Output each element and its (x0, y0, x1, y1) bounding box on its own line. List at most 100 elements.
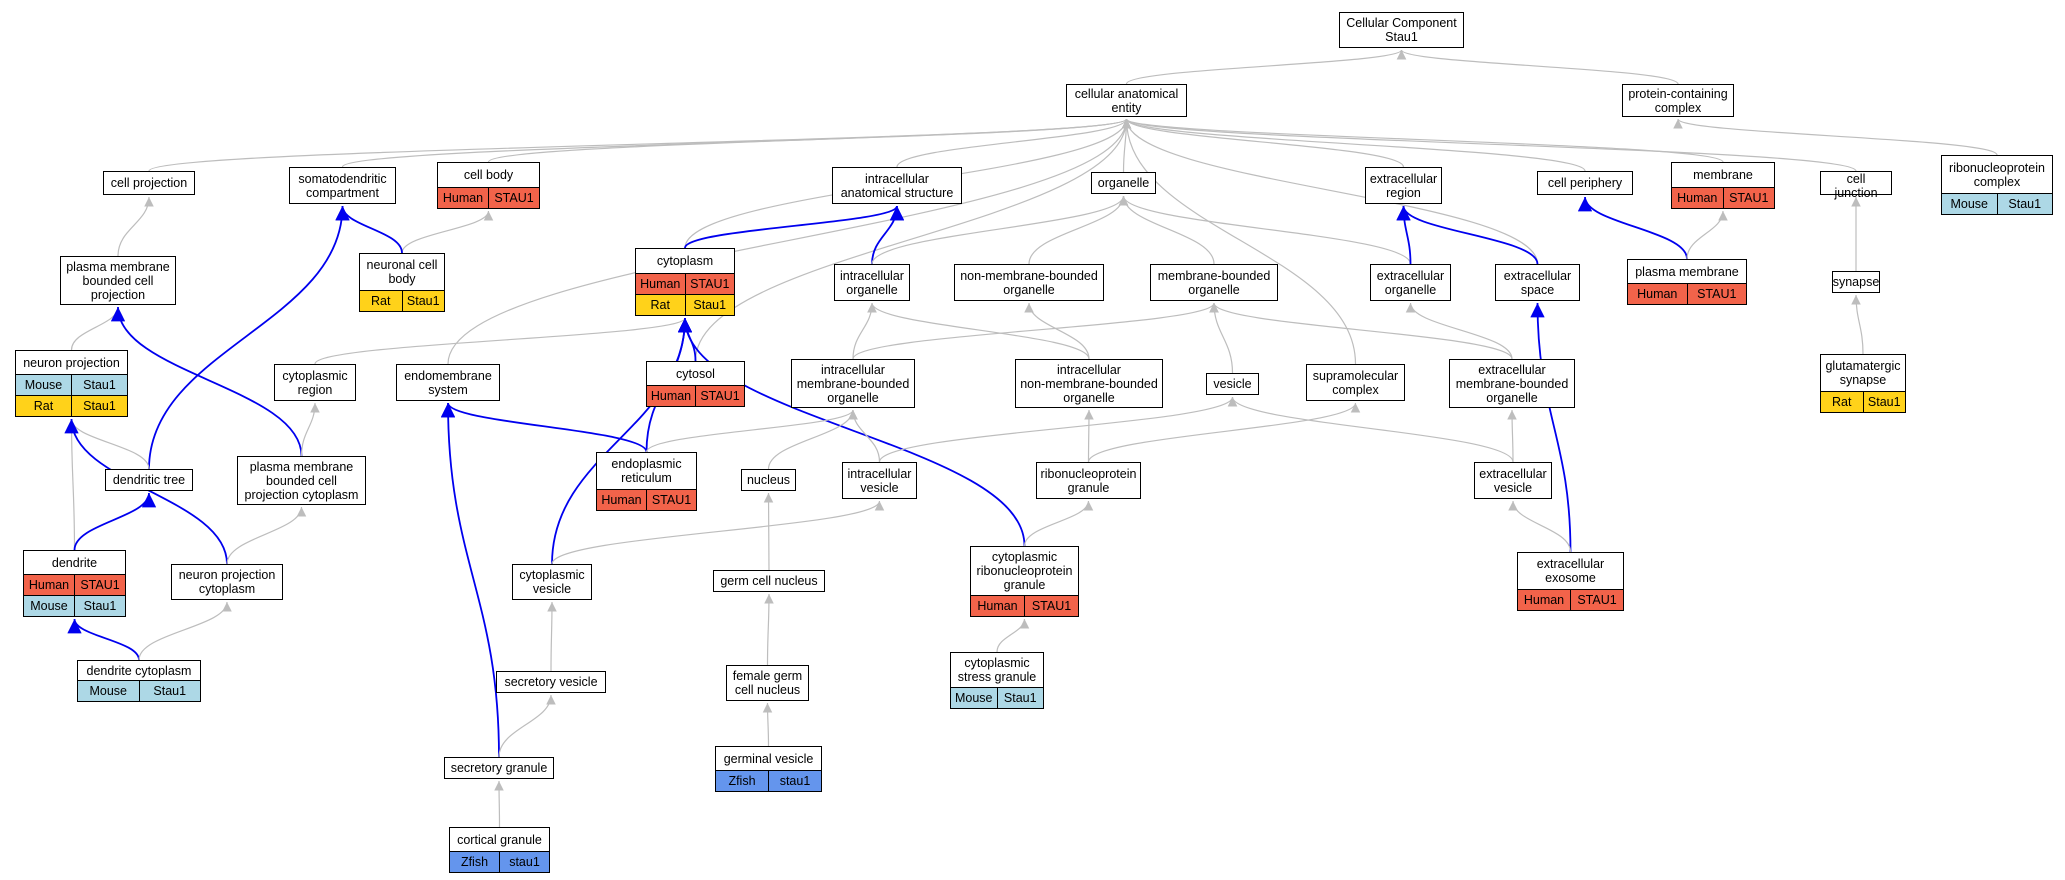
node-cytreg[interactable]: cytoplasmic region (274, 364, 356, 401)
node-exves[interactable]: extracellular vesicle (1474, 462, 1552, 499)
node-dtree[interactable]: dendritic tree (105, 469, 193, 491)
edge-crnpg-to-cytoplasm (677, 317, 1026, 547)
edge-inmbo-to-nmbo (1024, 302, 1090, 360)
edge-dtree-to-neuproj (66, 418, 150, 470)
node-exmbo[interactable]: extracellular membrane-bounded organelle (1449, 359, 1575, 408)
node-label: intracellular vesicle (847, 466, 912, 495)
node-intorg[interactable]: intracellular organelle (834, 264, 910, 301)
node-label: extracellular membrane-bounded organelle (1455, 362, 1569, 405)
node-nucleus[interactable]: nucleus (741, 469, 796, 491)
edge-pm-to-membrane (1686, 210, 1728, 260)
node-somato[interactable]: somatodendritic compartment (289, 167, 396, 204)
node-label: intracellular organelle (840, 268, 904, 297)
node-organelle[interactable]: organelle (1091, 172, 1156, 194)
node-cae[interactable]: cellular anatomical entity (1066, 84, 1187, 117)
edge-exves-to-exmbo (1507, 409, 1517, 463)
node-label: cellular anatomical entity (1074, 86, 1179, 115)
node-fgcn[interactable]: female germ cell nucleus (726, 665, 809, 701)
gene-cell: STAU1 (684, 274, 734, 294)
node-intves[interactable]: intracellular vesicle (842, 462, 917, 499)
node-rnpg[interactable]: ribonucleoprotein granule (1036, 462, 1141, 499)
edge-dendrite-to-dtree (73, 492, 157, 551)
node-ias[interactable]: intracellular anatomical structure (832, 167, 962, 204)
node-inmbo[interactable]: intracellular non-membrane-bounded organ… (1015, 359, 1163, 408)
node-label: organelle (1097, 176, 1150, 190)
edge-exosome-to-exves (1508, 500, 1572, 553)
species-cell: Zfish (716, 771, 768, 791)
edge-pmbcpc-to-pmbcp (110, 306, 303, 457)
edge-nmbo-to-organelle (1028, 195, 1129, 265)
node-label: extracellular region (1369, 171, 1438, 200)
node-nmbo[interactable]: non-membrane-bounded organelle (954, 264, 1104, 301)
node-mbo[interactable]: membrane-bounded organelle (1150, 264, 1278, 301)
node-secves[interactable]: secretory vesicle (496, 671, 606, 693)
node-endomem[interactable]: endomembrane system (396, 364, 500, 401)
node-periph[interactable]: cell periphery (1537, 171, 1633, 195)
edge-cytoplasm-to-ias (684, 205, 905, 249)
node-label: secretory granule (450, 761, 548, 775)
node-label: vesicle (1213, 377, 1252, 391)
species-cell: Human (438, 188, 488, 208)
edge-exspace-to-cae (1121, 118, 1539, 265)
node-pcc[interactable]: protein-containing complex (1622, 84, 1734, 117)
edge-npc-to-neuproj (64, 418, 228, 565)
edge-intves-to-vesicle (878, 396, 1238, 463)
species-cell: Human (1518, 590, 1570, 610)
node-exorg[interactable]: extracellular organelle (1370, 264, 1451, 301)
node-npc[interactable]: neuron projection cytoplasm (171, 564, 283, 600)
node-pmbcpc[interactable]: plasma membrane bounded cell projection … (237, 456, 366, 505)
node-synapse[interactable]: synapse (1832, 271, 1880, 293)
species-cell: Human (597, 490, 646, 510)
species-cell: Human (24, 575, 74, 595)
node-celljunc[interactable]: cell junction (1820, 171, 1892, 200)
node-cytves[interactable]: cytoplasmic vesicle (512, 564, 592, 600)
node-gcn[interactable]: germ cell nucleus (713, 570, 825, 592)
node-label: neuron projection cytoplasm (178, 568, 276, 596)
node-label: endomembrane system (404, 368, 492, 397)
node-label: extracellular exosome (1536, 557, 1605, 585)
node-supra[interactable]: supramolecular complex (1306, 364, 1405, 401)
edge-cytreg-to-cytoplasm (314, 317, 690, 365)
node-exreg[interactable]: extracellular region (1365, 167, 1442, 204)
edge-inmbo-to-intorg (867, 302, 1090, 360)
edge-exmbo-to-exorg (1405, 302, 1513, 360)
gene-cell: Stau1 (401, 291, 444, 311)
node-root[interactable]: Cellular Component Stau1 (1339, 12, 1464, 48)
node-secgran[interactable]: secretory granule (444, 757, 554, 779)
edge-intorg-to-organelle (871, 195, 1129, 265)
node-cellproj[interactable]: cell projection (103, 171, 195, 195)
node-pmbcp[interactable]: plasma membrane bounded cell projection (60, 256, 176, 305)
node-vesicle[interactable]: vesicle (1206, 373, 1259, 395)
gene-cell: STAU1 (488, 188, 539, 208)
species-cell: Rat (360, 291, 402, 311)
node-exspace[interactable]: extracellular space (1495, 264, 1580, 301)
node-imbo[interactable]: intracellular membrane-bounded organelle (791, 359, 915, 408)
edge-cellbody-to-cae (487, 118, 1131, 163)
species-cell: Rat (636, 295, 685, 315)
edge-ias-to-cae (896, 118, 1132, 168)
